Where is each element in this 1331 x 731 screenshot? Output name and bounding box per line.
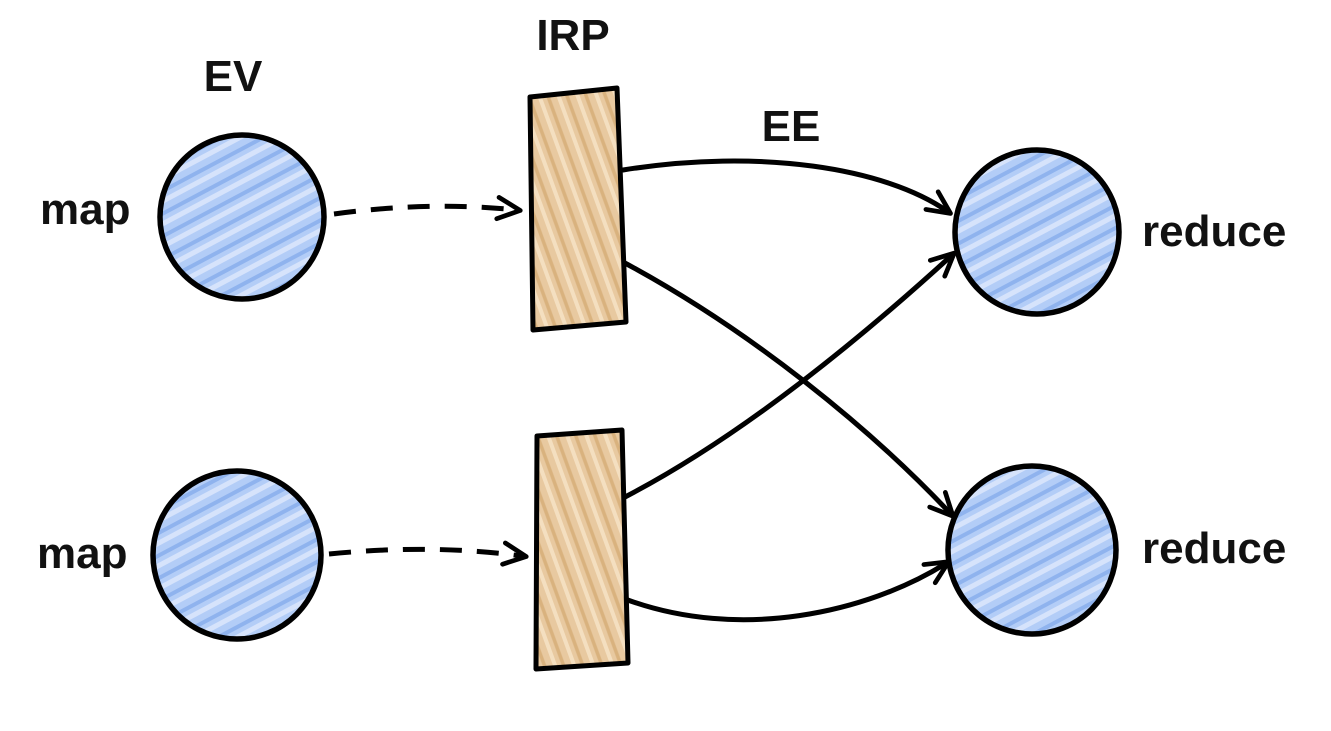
map-node-top (157, 132, 327, 302)
label-map-bottom: map (37, 529, 127, 578)
label-ee: EE (762, 102, 821, 151)
edge-irp2-reduce1 (622, 250, 957, 500)
reduce-node-bottom (945, 463, 1119, 637)
label-ev: EV (204, 52, 263, 101)
label-irp: IRP (536, 11, 609, 60)
label-reduce-top: reduce (1142, 207, 1286, 256)
reduce-node-top (952, 147, 1122, 317)
irp-box-bottom (533, 427, 631, 672)
label-reduce-bottom: reduce (1142, 524, 1286, 573)
irp-box-top (527, 85, 629, 333)
edge-map1-irp1 (333, 195, 523, 222)
label-map-top: map (40, 185, 130, 234)
edge-irp2-reduce2 (622, 559, 951, 623)
edge-irp1-reduce1 (620, 158, 953, 216)
map-node-bottom (150, 468, 324, 642)
